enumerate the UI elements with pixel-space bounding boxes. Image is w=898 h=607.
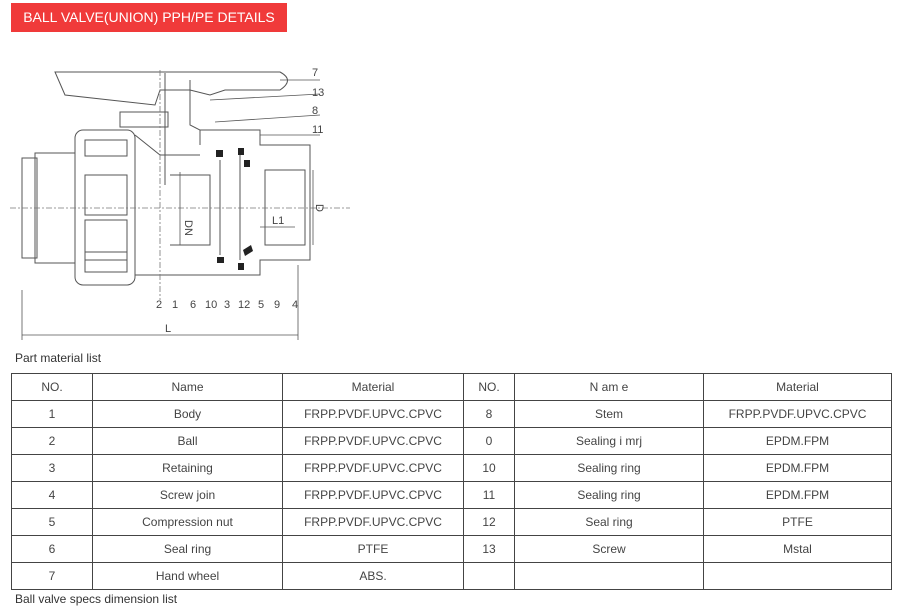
header-material-2: Material [703, 373, 892, 401]
table-cell: Body [92, 400, 283, 428]
table-cell: 10 [463, 454, 515, 482]
table-cell: FRPP.PVDF.UPVC.CPVC [703, 400, 892, 428]
callout-11: 11 [312, 124, 323, 136]
table-cell: Stem [514, 400, 704, 428]
table-header-row: NO. Name Material NO. N am e Material [11, 373, 892, 401]
table-cell: Screw join [92, 481, 283, 509]
table-cell: 5 [11, 508, 93, 536]
table-cell: Retaining [92, 454, 283, 482]
table-cell: FRPP.PVDF.UPVC.CPVC [282, 508, 464, 536]
header-name-2: N am e [514, 373, 704, 401]
table-cell: Screw [514, 535, 704, 563]
table-cell: Sealing ring [514, 454, 704, 482]
callout-5: 5 [258, 299, 264, 311]
callout-6: 6 [190, 299, 196, 311]
table-cell: FRPP.PVDF.UPVC.CPVC [282, 427, 464, 455]
callout-8: 8 [312, 105, 318, 117]
table-cell: FRPP.PVDF.UPVC.CPVC [282, 400, 464, 428]
callout-12: 12 [238, 299, 250, 311]
table-cell: 0 [463, 427, 515, 455]
header-name: Name [92, 373, 283, 401]
table-cell: Hand wheel [92, 562, 283, 590]
header-material: Material [282, 373, 464, 401]
callout-10: 10 [205, 299, 217, 311]
dim-l: L [165, 323, 171, 335]
callout-1: 1 [172, 299, 178, 311]
table-cell: 1 [11, 400, 93, 428]
table-cell: PTFE [282, 535, 464, 563]
table-cell: Seal ring [514, 508, 704, 536]
callout-4: 4 [292, 299, 298, 311]
dim-d: D [313, 204, 325, 212]
table-cell: 6 [11, 535, 93, 563]
callout-13: 13 [312, 87, 324, 99]
part-list-caption: Part material list [15, 351, 102, 365]
table-cell: EPDM.FPM [703, 481, 892, 509]
header-no-2: NO. [463, 373, 515, 401]
table-cell: Mstal [703, 535, 892, 563]
table-cell: 3 [11, 454, 93, 482]
table-cell: Sealing i mrj [514, 427, 704, 455]
table-cell: 11 [463, 481, 515, 509]
callout-9: 9 [274, 299, 280, 311]
table-cell: 8 [463, 400, 515, 428]
section-title: BALL VALVE(UNION) PPH/PE DETAILS [11, 3, 287, 32]
table-cell: FRPP.PVDF.UPVC.CPVC [282, 454, 464, 482]
table-cell [463, 562, 515, 590]
callout-3: 3 [224, 299, 230, 311]
table-cell: 13 [463, 535, 515, 563]
table-cell: Seal ring [92, 535, 283, 563]
table-cell: ABS. [282, 562, 464, 590]
table-cell: PTFE [703, 508, 892, 536]
table-cell: FRPP.PVDF.UPVC.CPVC [282, 481, 464, 509]
table-cell: Compression nut [92, 508, 283, 536]
table-cell: EPDM.FPM [703, 454, 892, 482]
header-no: NO. [11, 373, 93, 401]
dim-l1: L1 [272, 215, 284, 227]
table-cell [514, 562, 704, 590]
table-cell: 4 [11, 481, 93, 509]
callout-7: 7 [312, 67, 318, 79]
table-cell: Sealing ring [514, 481, 704, 509]
table-cell: EPDM.FPM [703, 427, 892, 455]
table-cell: 7 [11, 562, 93, 590]
dim-dn: DN [182, 220, 194, 236]
valve-diagram: 7 13 8 11 2 1 6 10 3 12 5 9 4 DN D L1 L [10, 67, 350, 340]
table-cell: Ball [92, 427, 283, 455]
table-cell: 12 [463, 508, 515, 536]
callout-2: 2 [156, 299, 162, 311]
specs-caption: Ball valve specs dimension list [15, 592, 178, 606]
table-cell: 2 [11, 427, 93, 455]
table-cell [703, 562, 892, 590]
